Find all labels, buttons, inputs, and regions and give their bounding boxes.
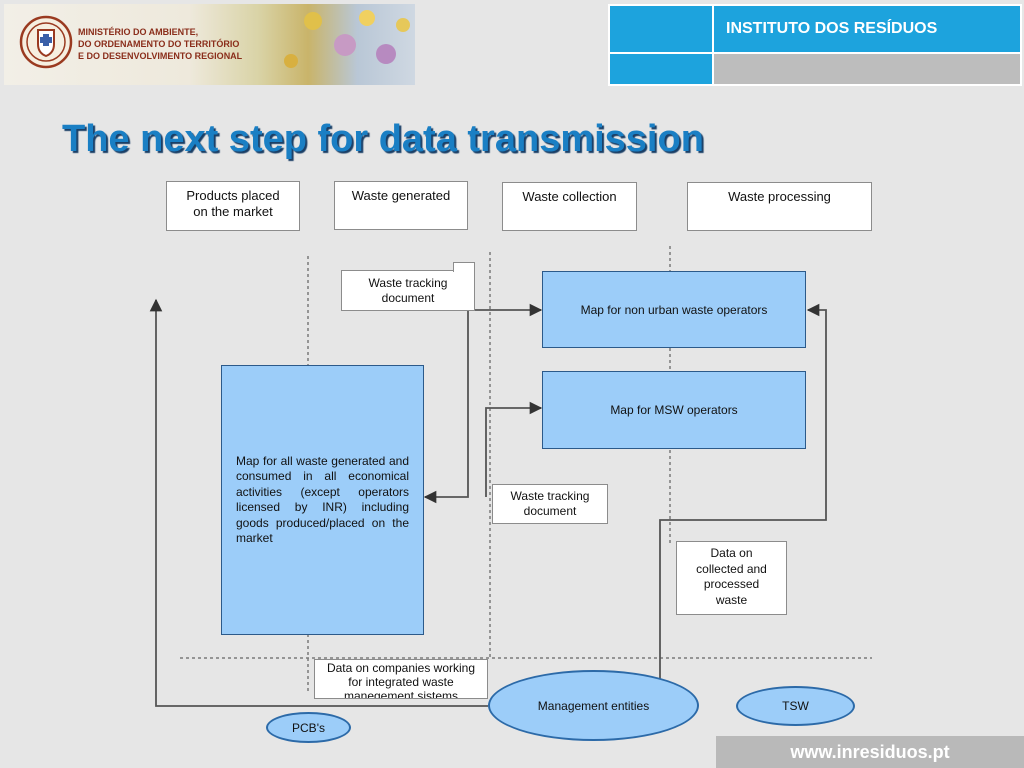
header-cell-blue-bottom bbox=[610, 54, 712, 84]
data-collected-processed: Data on collected and processed waste bbox=[676, 541, 787, 615]
coat-of-arms-icon bbox=[19, 15, 73, 69]
map-msw-operators: Map for MSW operators bbox=[542, 371, 806, 449]
header-cell-gray bbox=[714, 54, 1020, 84]
map-non-urban-label: Map for non urban waste operators bbox=[580, 302, 768, 317]
waste-tracking-document-top: Waste tracking document bbox=[341, 270, 475, 311]
arrow-to-msw bbox=[485, 401, 543, 497]
arrow-mgmt-to-market bbox=[149, 298, 488, 707]
map-all-waste: Map for all waste generated and consumed… bbox=[221, 365, 424, 635]
tsw-label: TSW bbox=[782, 699, 809, 713]
arrow-mgmt-to-non-urban bbox=[659, 303, 827, 684]
page-title: The next step for data transmission bbox=[62, 118, 704, 160]
map-msw-label: Map for MSW operators bbox=[610, 403, 738, 417]
column-waste-collection: Waste collection bbox=[502, 182, 637, 231]
management-entities: Management entities bbox=[488, 670, 699, 741]
column-products-placed: Products placed on the market bbox=[166, 181, 300, 231]
management-entities-label: Management entities bbox=[537, 698, 650, 713]
map-all-label: Map for all waste generated and consumed… bbox=[236, 453, 409, 546]
ministry-name: MINISTÉRIO DO AMBIENTE, DO ORDENAMENTO D… bbox=[78, 27, 243, 61]
document-fold-tab bbox=[453, 262, 475, 272]
pcbs-ellipse: PCB's bbox=[266, 712, 351, 743]
waste-tracking-document-mid: Waste tracking document bbox=[492, 484, 608, 524]
institute-name: INSTITUTO DOS RESÍDUOS bbox=[714, 6, 1020, 52]
data-companies-integrated: Data on companies working for integrated… bbox=[314, 659, 488, 699]
column-waste-generated: Waste generated bbox=[334, 181, 468, 230]
pcbs-label: PCB's bbox=[292, 720, 325, 735]
footer-url-link[interactable]: www.inresiduos.pt bbox=[716, 736, 1024, 768]
arrow-map-all-to-non-urban bbox=[423, 303, 543, 504]
institute-header-grid: INSTITUTO DOS RESÍDUOS bbox=[608, 4, 1022, 86]
tsw-ellipse: TSW bbox=[736, 686, 855, 726]
header-cell-blue-top bbox=[610, 6, 712, 52]
ministry-banner: MINISTÉRIO DO AMBIENTE, DO ORDENAMENTO D… bbox=[4, 4, 415, 85]
column-waste-processing: Waste processing bbox=[687, 182, 872, 231]
map-non-urban-operators: Map for non urban waste operators bbox=[542, 271, 806, 348]
